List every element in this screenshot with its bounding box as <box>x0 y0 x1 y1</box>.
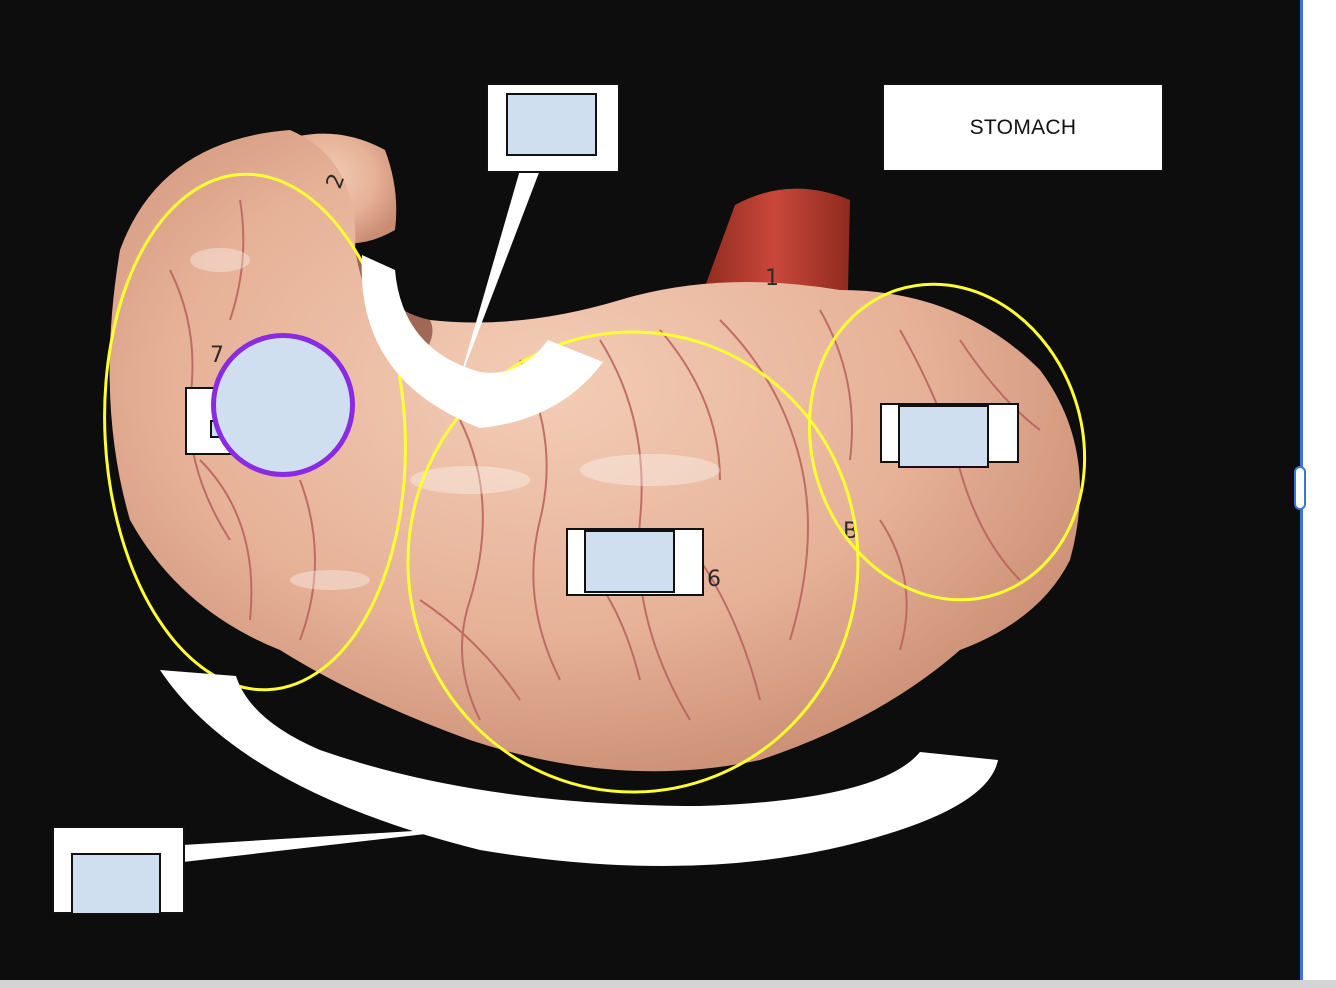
center-label-drop-zone[interactable] <box>584 530 675 593</box>
upper-right-label-drop-zone[interactable] <box>898 405 989 468</box>
marking-1: 1 <box>765 266 779 291</box>
lesser-curvature-highlight <box>361 255 603 428</box>
region-outline-pyloric <box>103 172 407 692</box>
stomach-shape <box>109 130 1081 772</box>
scrollbar-track[interactable] <box>1300 0 1336 988</box>
bottom-callout-pointer <box>183 826 495 862</box>
diagram-title: STOMACH <box>882 83 1164 172</box>
region-outline-fundus <box>807 282 1087 602</box>
top-callout-pointer <box>458 170 540 385</box>
bottom-edge-bar <box>0 980 1336 988</box>
diagram-canvas: 2 1 7 6 B STOMACH <box>52 83 1164 915</box>
marking-7: 7 <box>210 343 224 368</box>
esophagus-shape <box>700 188 850 300</box>
selected-drag-marker[interactable] <box>211 333 355 477</box>
greater-curvature-highlight <box>160 670 998 866</box>
region-outline-body <box>406 330 860 794</box>
scrollbar-handle[interactable] <box>1294 466 1306 510</box>
top-label-drop-zone[interactable] <box>506 93 597 156</box>
marking-6: 6 <box>707 567 721 592</box>
bottom-left-label-drop-zone[interactable] <box>71 853 161 915</box>
